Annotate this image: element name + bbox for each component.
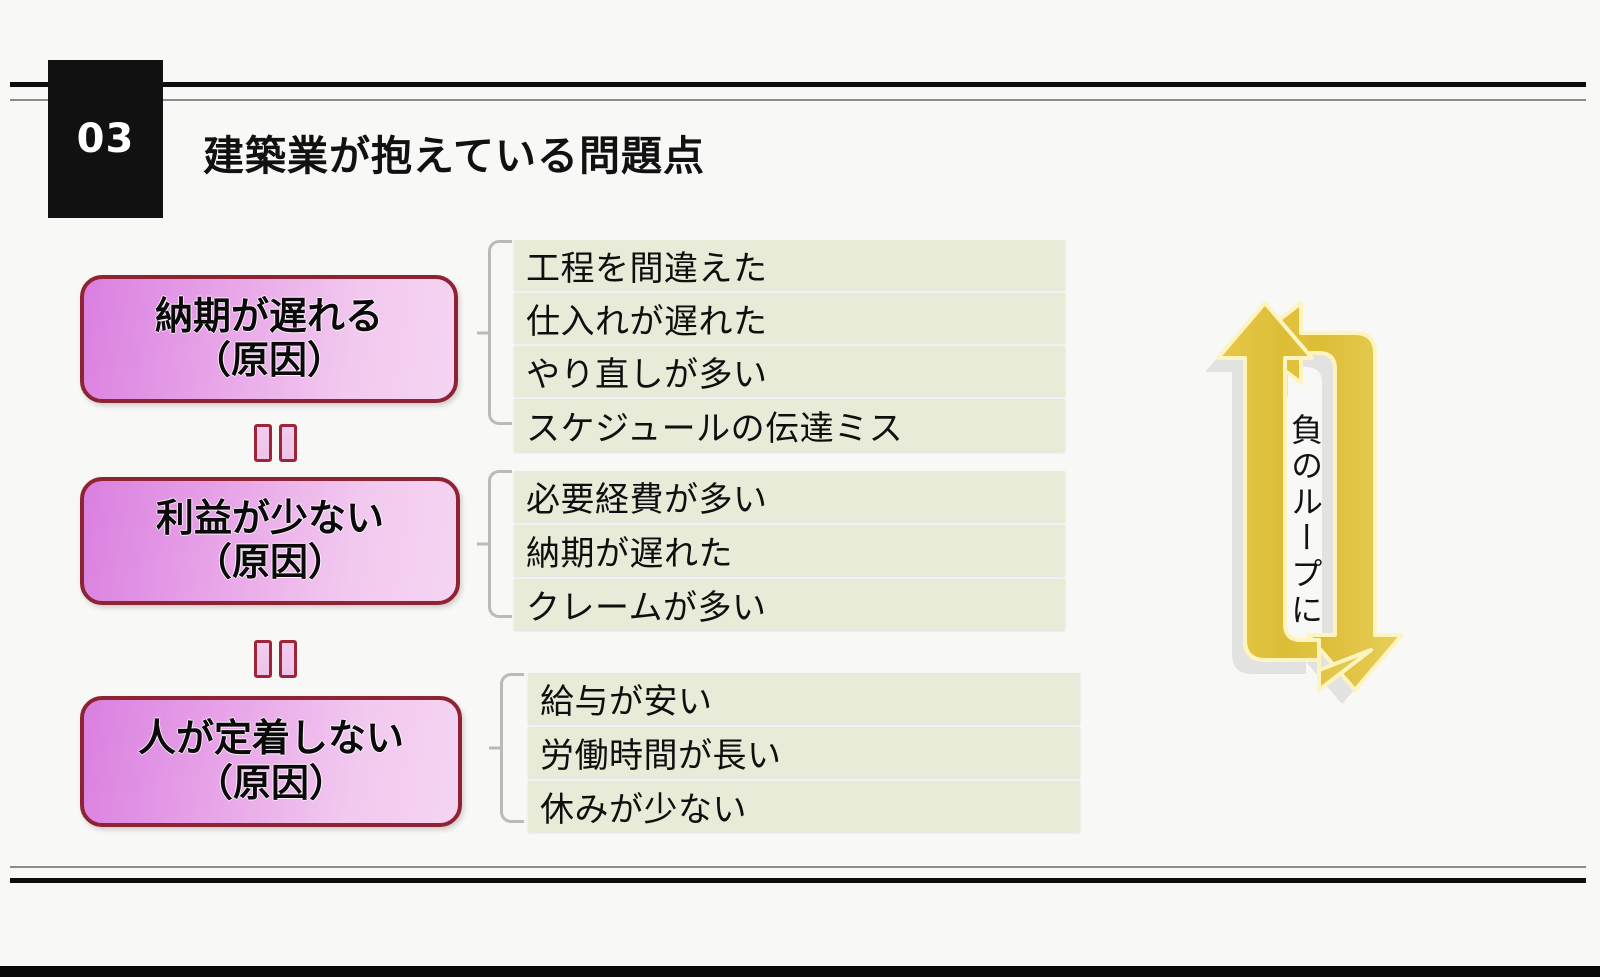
list-item-label: やり直しが多い	[526, 355, 768, 394]
flow-connector-2-bar-right	[279, 640, 297, 678]
flow-connector-1	[254, 424, 297, 462]
list-item-label: 仕入れが遅れた	[526, 302, 768, 341]
bracket-group-2-stem	[477, 542, 491, 546]
flow-connector-1-bar-right	[279, 424, 297, 462]
list-item: 工程を間違えた	[514, 240, 1065, 290]
flow-connector-2-bar-left	[254, 640, 272, 678]
list-item: 給与が安い	[528, 673, 1080, 724]
list-item-label: 休みが少ない	[540, 791, 747, 829]
header-rule-thin	[10, 99, 1586, 101]
flow-connector-1-bar-left	[254, 424, 272, 462]
list-item-label: 給与が安い	[540, 683, 713, 721]
list-item-label: クレームが多い	[526, 589, 767, 627]
bracket-group-1	[477, 240, 512, 425]
loop-arrow-down	[1216, 301, 1373, 692]
section-number-badge: 03	[48, 60, 163, 218]
page-title: 建築業が抱えている問題点	[203, 133, 705, 179]
loop-arrow-up	[1247, 301, 1404, 692]
bracket-group-3	[489, 673, 524, 823]
cause-box-2: 利益が少ない （原因）	[80, 477, 460, 605]
list-item: クレームが多い	[514, 579, 1065, 630]
list-item-label: 納期が遅れた	[526, 535, 733, 573]
cause-box-3: 人が定着しない （原因）	[80, 696, 462, 827]
negative-loop-graphic: 負のループに	[1205, 285, 1415, 755]
list-item: 納期が遅れた	[514, 525, 1065, 576]
list-item-label: 必要経費が多い	[526, 481, 768, 519]
header-rule-thick	[10, 82, 1586, 87]
bracket-group-2	[477, 470, 512, 618]
list-item-label: スケジュールの伝達ミス	[526, 410, 904, 448]
flow-connector-2	[254, 640, 297, 678]
bottom-edge-band	[0, 966, 1600, 977]
list-item: 休みが少ない	[528, 781, 1080, 832]
bracket-group-1-stem	[477, 331, 491, 334]
list-item: 労働時間が長い	[528, 727, 1080, 778]
section-number-label: 03	[76, 116, 135, 162]
cause-box-2-line2: （原因）	[193, 542, 346, 584]
loop-label: 負のループに	[1287, 413, 1323, 629]
footer-rule-thick	[10, 878, 1586, 883]
list-item: 必要経費が多い	[514, 471, 1065, 522]
cause-box-1: 納期が遅れる （原因）	[80, 275, 458, 403]
cause-box-1-line2: （原因）	[192, 340, 345, 382]
cause-box-2-line1: 利益が少ない	[155, 497, 384, 540]
cause-box-1-line1: 納期が遅れる	[154, 295, 383, 338]
cause-box-3-line1: 人が定着しない	[137, 718, 404, 761]
list-item: 仕入れが遅れた	[514, 293, 1065, 343]
list-item-label: 労働時間が長い	[540, 737, 782, 775]
bracket-group-3-stem	[489, 746, 503, 750]
list-item: やり直しが多い	[514, 346, 1065, 396]
list-item-label: 工程を間違えた	[526, 249, 768, 288]
footer-rule-thin	[10, 866, 1586, 868]
list-item: スケジュールの伝達ミス	[514, 399, 1065, 452]
cause-box-3-line2: （原因）	[194, 762, 347, 805]
cycle-arrows-icon	[1205, 301, 1404, 704]
